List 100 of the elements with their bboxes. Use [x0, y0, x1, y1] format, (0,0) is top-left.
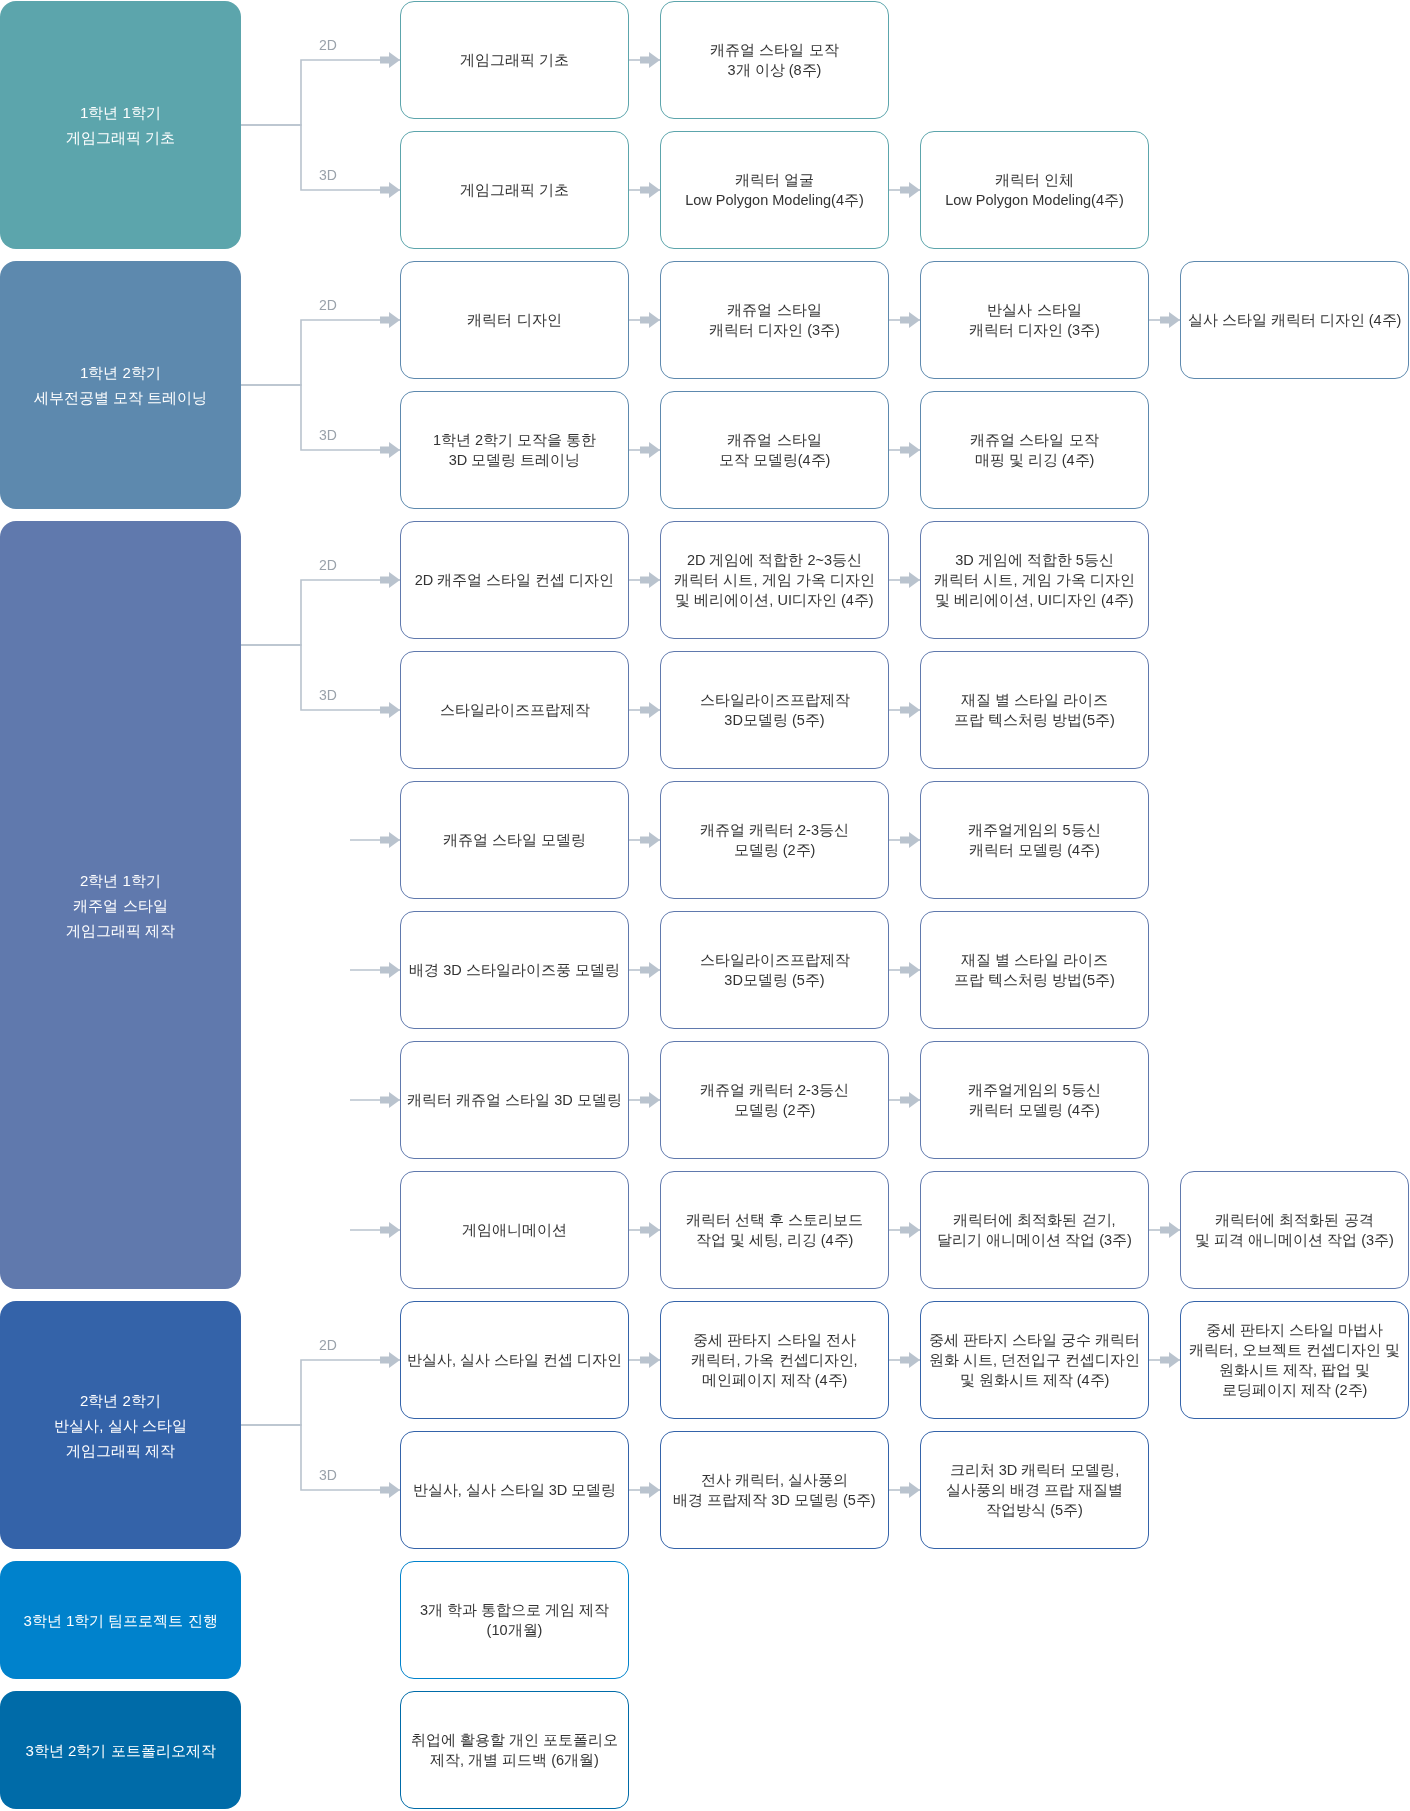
edge-label: 2D — [317, 37, 339, 53]
course-card — [660, 1301, 889, 1419]
edge-label: 3D — [317, 687, 339, 703]
course-title: 재질 별 스타일 라이즈 프랍 텍스처링 방법(5주) — [954, 691, 1115, 730]
course-title: 게임그래픽 기초 — [460, 181, 569, 200]
course-title: 실사 스타일 캐릭터 디자인 (4주) — [1187, 311, 1402, 330]
course-card — [920, 1171, 1149, 1289]
course-title: 스타일라이즈프랍제작 — [439, 701, 590, 720]
course-card — [920, 651, 1149, 769]
course-card — [400, 1171, 629, 1289]
course-card — [660, 781, 889, 899]
course-card — [400, 1041, 629, 1159]
edge-label: 2D — [317, 1337, 339, 1353]
semester-title: 2학년 1학기 캐주얼 스타일 게임그래픽 제작 — [65, 870, 176, 941]
course-title: 배경 3D 스타일라이즈풍 모델링 — [409, 961, 620, 980]
edge-label: 2D — [317, 557, 339, 573]
edge-label: 3D — [317, 427, 339, 443]
semester-panel — [0, 521, 241, 1289]
course-card — [400, 911, 629, 1029]
course-card — [660, 651, 889, 769]
course-card — [920, 521, 1149, 639]
course-card — [920, 391, 1149, 509]
course-title: 캐릭터 인체 Low Polygon Modeling(4주) — [945, 171, 1124, 210]
semester-panel — [0, 1561, 241, 1679]
course-title: 중세 판타지 스타일 마법사 캐릭터, 오브젝트 컨셉디자인 및 원화시트 제작, 팝업 및 로딩페이지 제작 (2주) — [1188, 1321, 1401, 1400]
course-title: 2D 게임에 적합한 2~3등신 캐릭터 시트, 게임 가옥 디자인 및 베리에이션, UI디자인 (4주) — [674, 551, 875, 610]
semester-title: 1학년 2학기 세부전공별 모작 트레이닝 — [33, 363, 208, 408]
course-title: 1학년 2학기 모작을 통한 3D 모델링 트레이닝 — [432, 431, 597, 470]
course-card — [1180, 1301, 1409, 1419]
edge-label: 3D — [317, 1467, 339, 1483]
course-title: 캐쥬얼 캐릭터 2-3등신 모델링 (2주) — [700, 821, 849, 860]
semester-title: 3학년 2학기 포트폴리오제작 — [25, 1740, 216, 1761]
course-title: 캐릭터에 최적화된 걷기, 달리기 애니메이션 작업 (3주) — [937, 1211, 1132, 1250]
course-title: 재질 별 스타일 라이즈 프랍 텍스처링 방법(5주) — [954, 951, 1115, 990]
course-title: 캐쥬얼 스타일 모작 모델링(4주) — [718, 431, 831, 470]
course-title: 중세 판타지 스타일 궁수 캐릭터 원화 시트, 던전입구 컨셉디자인 및 원화시트 제작 (4주) — [928, 1331, 1141, 1390]
course-card — [920, 911, 1149, 1029]
course-card — [400, 261, 629, 379]
course-card — [400, 781, 629, 899]
course-title: 캐릭터 얼굴 Low Polygon Modeling(4주) — [685, 171, 864, 210]
course-card — [1180, 1171, 1409, 1289]
course-title: 크리처 3D 캐릭터 모델링, 실사풍의 배경 프랍 재질별 작업방식 (5주) — [945, 1461, 1124, 1520]
course-title: 중세 판타지 스타일 전사 캐릭터, 가옥 컨셉디자인, 메인페이지 제작 (4주) — [691, 1331, 858, 1390]
course-title: 스타일라이즈프랍제작 3D모델링 (5주) — [699, 951, 850, 990]
course-card — [660, 1, 889, 119]
course-card — [660, 911, 889, 1029]
course-card — [400, 1691, 629, 1809]
course-card — [1180, 261, 1409, 379]
course-title: 캐쥬얼 스타일 모델링 — [442, 831, 587, 850]
course-card — [920, 781, 1149, 899]
course-title: 캐쥬얼 스타일 캐릭터 디자인 (3주) — [709, 301, 840, 340]
course-card — [660, 131, 889, 249]
course-title: 스타일라이즈프랍제작 3D모델링 (5주) — [699, 691, 850, 730]
course-title: 게임애니메이션 — [462, 1221, 567, 1240]
course-title: 캐쥬얼 스타일 모작 매핑 및 리깅 (4주) — [970, 431, 1099, 470]
course-card — [660, 521, 889, 639]
course-title: 캐릭터에 최적화된 공격 및 피격 애니메이션 작업 (3주) — [1195, 1211, 1394, 1250]
course-title: 반실사 스타일 캐릭터 디자인 (3주) — [969, 301, 1100, 340]
semester-panel — [0, 261, 241, 509]
course-card — [400, 391, 629, 509]
semester-title: 3학년 1학기 팀프로젝트 진행 — [23, 1610, 218, 1631]
course-title: 캐주얼게임의 5등신 캐릭터 모델링 (4주) — [968, 821, 1101, 860]
course-title: 캐주얼게임의 5등신 캐릭터 모델링 (4주) — [968, 1081, 1101, 1120]
course-card — [920, 1431, 1149, 1549]
semester-title: 2학년 2학기 반실사, 실사 스타일 게임그래픽 제작 — [54, 1390, 187, 1461]
course-title: 반실사, 실사 스타일 3D 모델링 — [412, 1481, 617, 1500]
semester-title: 1학년 1학기 게임그래픽 기초 — [65, 103, 176, 148]
semester-panel — [0, 1, 241, 249]
course-card — [660, 1171, 889, 1289]
course-card — [400, 131, 629, 249]
course-card — [400, 1431, 629, 1549]
course-title: 캐쥬얼 스타일 모작 3개 이상 (8주) — [710, 41, 839, 80]
course-title: 캐쥬얼 캐릭터 2-3등신 모델링 (2주) — [700, 1081, 849, 1120]
course-card — [400, 651, 629, 769]
course-title: 게임그래픽 기초 — [460, 51, 569, 70]
course-title: 전사 캐릭터, 실사풍의 배경 프랍제작 3D 모델링 (5주) — [673, 1471, 876, 1510]
course-card — [660, 261, 889, 379]
course-card — [920, 261, 1149, 379]
edge-label: 2D — [317, 297, 339, 313]
course-card — [400, 1301, 629, 1419]
course-title: 캐릭터 디자인 — [467, 311, 562, 330]
course-card — [660, 1041, 889, 1159]
course-card — [660, 1431, 889, 1549]
course-card — [920, 131, 1149, 249]
course-title: 2D 캐주얼 스타일 컨셉 디자인 — [414, 571, 615, 590]
course-title: 캐릭터 캐쥬얼 스타일 3D 모델링 — [407, 1091, 622, 1110]
course-card — [400, 1, 629, 119]
course-card — [400, 1561, 629, 1679]
course-title: 3개 학과 통합으로 게임 제작 (10개월) — [419, 1601, 610, 1640]
course-title: 캐릭터 선택 후 스토리보드 작업 및 세팅, 리깅 (4주) — [685, 1211, 864, 1250]
semester-panel — [0, 1691, 241, 1809]
course-title: 반실사, 실사 스타일 컨셉 디자인 — [406, 1351, 623, 1370]
course-card — [660, 391, 889, 509]
semester-panel — [0, 1301, 241, 1549]
course-card — [400, 521, 629, 639]
course-title: 취업에 활용할 개인 포토폴리오 제작, 개별 피드백 (6개월) — [410, 1731, 619, 1770]
course-card — [920, 1301, 1149, 1419]
course-title: 3D 게임에 적합한 5등신 캐릭터 시트, 게임 가옥 디자인 및 베리에이션, UI디자인 (4주) — [934, 551, 1135, 610]
edge-label: 3D — [317, 167, 339, 183]
course-card — [920, 1041, 1149, 1159]
